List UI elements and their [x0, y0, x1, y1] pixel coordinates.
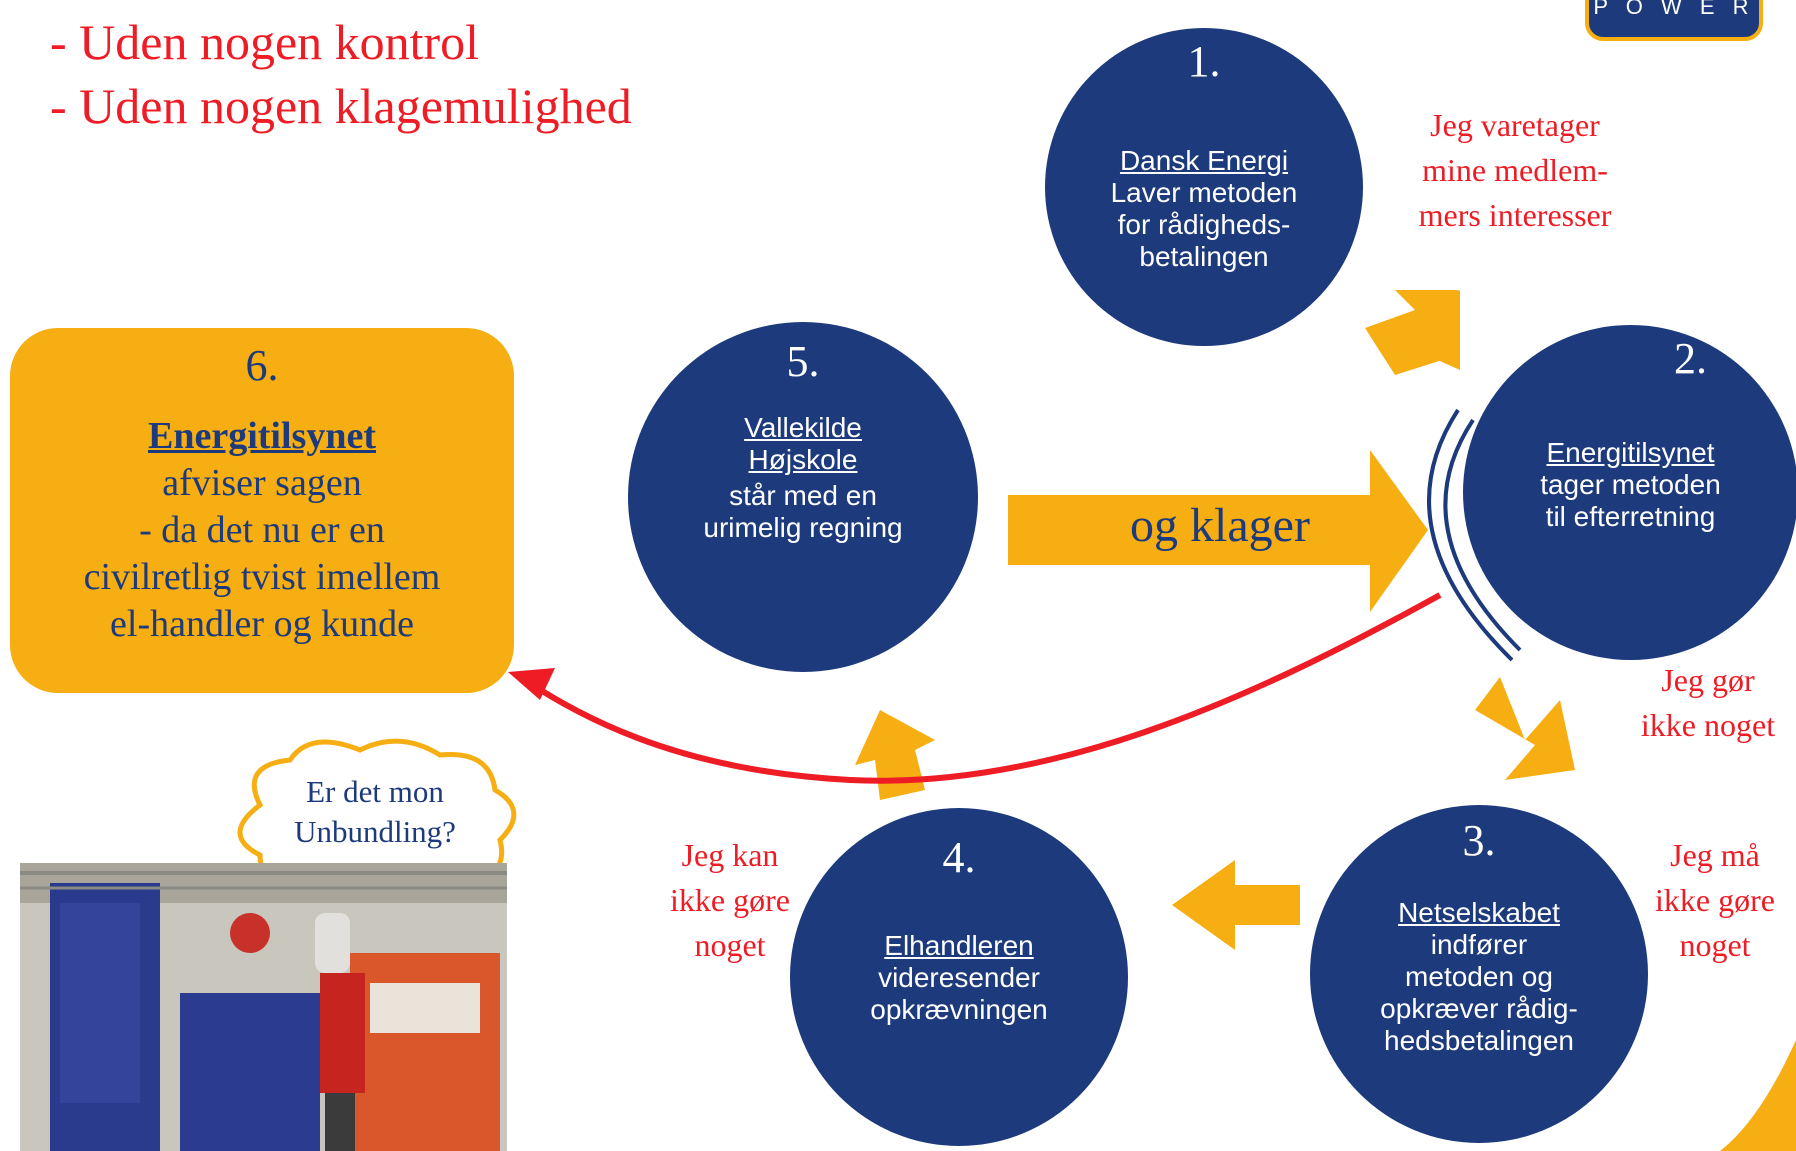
- step-3-number: 3.: [1462, 816, 1496, 865]
- red-arrowhead: [508, 668, 555, 700]
- step-2-circle: 2. Energitilsynet tager metoden til efte…: [1463, 325, 1796, 660]
- quote-step-3: Jeg må ikke gøre noget: [1640, 833, 1790, 968]
- step-6-line-2: - da det nu er en: [139, 509, 385, 551]
- step-2-text: Energitilsynet tager metoden til efterre…: [1463, 437, 1796, 533]
- step-1-title: Dansk Energi: [1119, 145, 1289, 176]
- quote-step-1: Jeg varetager mine medlem- mers interess…: [1380, 103, 1650, 238]
- bullet-2: - Uden nogen klagemulighed: [50, 78, 632, 134]
- arrow-3-to-4: [1172, 860, 1300, 950]
- step-6-box: 6. Energitilsynet afviser sagen - da det…: [10, 328, 514, 693]
- quote-1-line-2: mine medlem-: [1422, 152, 1608, 188]
- step-5-line-1: står med en: [729, 480, 877, 511]
- arrow-complaint: [1008, 450, 1428, 612]
- quote-3-line-2: ikke gøre: [1655, 882, 1775, 918]
- step-2-title: Energitilsynet: [1546, 437, 1715, 468]
- quote-4-line-1: Jeg kan: [681, 837, 779, 873]
- step-3-title: Netselskabet: [1398, 897, 1560, 928]
- step-3-line-3: opkræver rådig-: [1380, 993, 1578, 1024]
- step-5-title-line-1: Vallekilde: [744, 412, 862, 443]
- logo-text: P O W E R: [1593, 0, 1755, 19]
- quote-3-line-3: noget: [1679, 927, 1751, 963]
- step-2-line-1: tager metoden: [1540, 469, 1721, 500]
- step-1-circle: 1. Dansk Energi Laver metoden for rådigh…: [1045, 28, 1363, 346]
- step-5-line-2: urimelig regning: [703, 512, 903, 543]
- step-5-number: 5.: [786, 337, 820, 386]
- step-2-number: 2.: [1674, 334, 1707, 383]
- step-1-line-2: for rådigheds-: [1117, 209, 1291, 240]
- step-1-text: Dansk Energi Laver metoden for rådigheds…: [1045, 145, 1363, 273]
- step-2-line-2: til efterretning: [1545, 501, 1716, 532]
- thought-text: Er det mon Unbundling?: [250, 772, 500, 852]
- photo-illustration: [20, 863, 507, 1151]
- step-3-line-1: indfører: [1430, 929, 1528, 960]
- step-1-line-1: Laver metoden: [1110, 177, 1298, 208]
- step-6-line-3: civilretlig tvist imellem: [83, 556, 441, 598]
- quote-1-line-1: Jeg varetager: [1430, 107, 1600, 143]
- quote-4-line-2: ikke gøre: [670, 882, 790, 918]
- step-4-text: Elhandleren videresender opkrævningen: [790, 930, 1128, 1026]
- arrow-4-to-5: [855, 710, 935, 800]
- step-1-line-3: betalingen: [1139, 241, 1269, 272]
- quote-2-line-1: Jeg gør: [1661, 662, 1755, 698]
- arrow-2-to-3: [1475, 677, 1575, 780]
- step-3-text: Netselskabet indfører metoden og opkræve…: [1310, 897, 1648, 1057]
- step-5-circle: 5. Vallekilde Højskole står med en urime…: [628, 322, 978, 672]
- step-3-circle: 3. Netselskabet indfører metoden og opkr…: [1310, 805, 1648, 1143]
- thought-line-1: Er det mon: [306, 774, 444, 809]
- step-1-number: 1.: [1187, 37, 1221, 86]
- red-curve-arrow: [523, 592, 1442, 784]
- quote-2-line-2: ikke noget: [1640, 707, 1776, 743]
- step-3-line-4: hedsbetalingen: [1384, 1025, 1574, 1056]
- step-4-circle: 4. Elhandleren videresender opkrævningen: [790, 808, 1128, 1146]
- header-bullets: - Uden nogen kontrol - Uden nogen klagem…: [50, 10, 632, 138]
- step-5-text: Vallekilde Højskole står med en urimelig…: [628, 412, 978, 544]
- corner-shape: [1720, 1040, 1796, 1151]
- quote-step-2: Jeg gør ikke noget: [1620, 658, 1796, 748]
- step-4-title: Elhandleren: [884, 930, 1034, 961]
- step-5-title-line-2: Højskole: [748, 444, 858, 475]
- step-4-line-2: opkrævningen: [870, 994, 1048, 1025]
- step-6-title: Energitilsynet: [148, 415, 376, 457]
- quote-step-4: Jeg kan ikke gøre noget: [650, 833, 810, 968]
- arrow-1-to-2-b: [1370, 290, 1460, 370]
- thought-line-2: Unbundling?: [294, 814, 456, 849]
- quote-3-line-1: Jeg må: [1670, 837, 1760, 873]
- step-3-line-2: metoden og: [1405, 961, 1553, 992]
- step-4-number: 4.: [942, 833, 976, 882]
- bracket-outer: [1443, 418, 1522, 652]
- bullet-1: - Uden nogen kontrol: [50, 14, 480, 70]
- step-6-line-4: el-handler og kunde: [110, 603, 414, 645]
- step-6-line-1: afviser sagen: [162, 462, 362, 504]
- arrow-label: og klager: [1130, 499, 1310, 552]
- step-6-number: 6.: [245, 341, 279, 390]
- quote-1-line-3: mers interesser: [1418, 197, 1612, 233]
- step-4-line-1: videresender: [878, 962, 1040, 993]
- quote-4-line-3: noget: [694, 927, 766, 963]
- bracket-inner: [1427, 408, 1514, 662]
- boiler-room-photo: [20, 863, 507, 1151]
- step-6-text: Energitilsynet afviser sagen - da det nu…: [10, 413, 514, 648]
- power-logo: P O W E R: [1585, 0, 1763, 41]
